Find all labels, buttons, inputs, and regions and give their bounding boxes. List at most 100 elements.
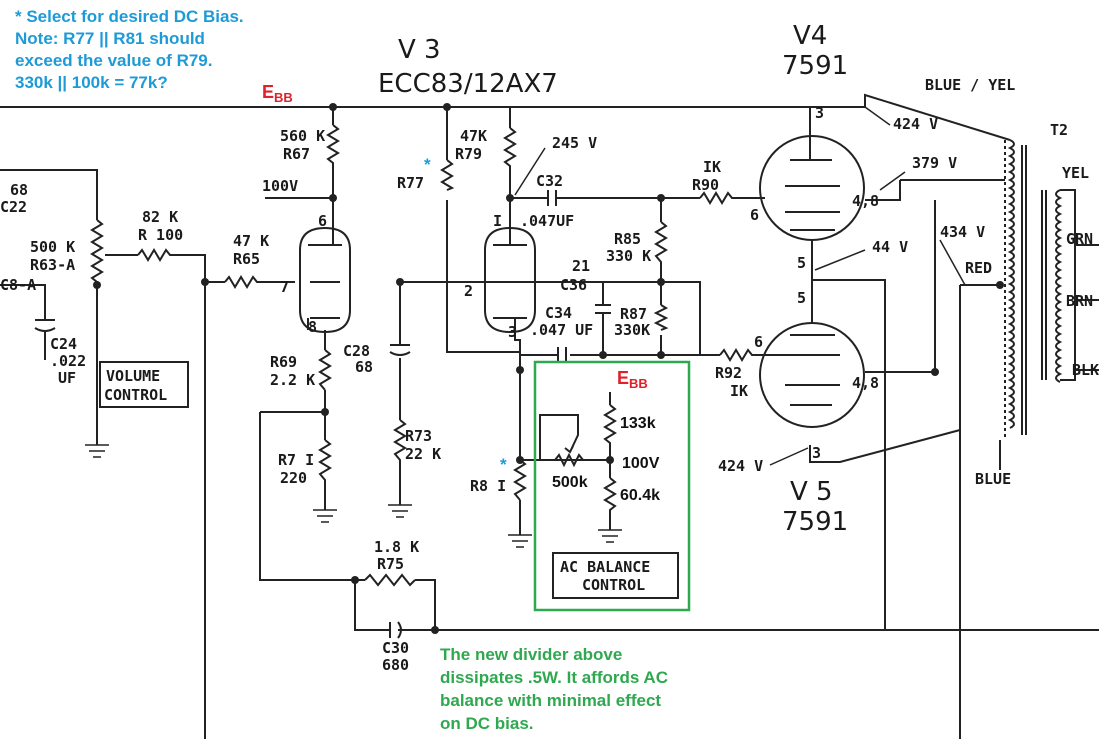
transformer-t2 (1004, 139, 1076, 440)
voltage-arrows (514, 106, 966, 466)
r100-value: 82 K (142, 208, 178, 226)
asterisk-r77: * (424, 155, 431, 174)
junction-dots (93, 103, 1004, 634)
divider-r-top: 133k (620, 415, 656, 432)
c34-ref: C34 (545, 304, 572, 322)
note-bottom-1: The new divider above (440, 645, 622, 664)
t2-brn: BRN (1066, 292, 1093, 310)
pin-v4-5: 5 (797, 254, 806, 272)
c22-ref: C22 (0, 198, 27, 216)
wire (355, 579, 436, 630)
pin-v5-3: 3 (812, 444, 821, 462)
r71-ref: R7 I (278, 451, 314, 469)
wire (865, 180, 901, 201)
divider-r-bot: 60.4k (620, 487, 660, 504)
r65-value: 47 K (233, 232, 269, 250)
volume-control-box (99, 361, 189, 408)
ebb-label-divider: EBB (617, 368, 648, 391)
pin-v4-3: 3 (815, 104, 824, 122)
v4-name: V4 (793, 21, 827, 51)
c22-value: 68 (10, 181, 28, 199)
voltage-434v: 434 V (940, 223, 985, 241)
pin-v3-2: 2 (464, 282, 473, 300)
v4-tube (759, 120, 865, 255)
voltage-44v: 44 V (872, 238, 908, 256)
v5-name: V 5 (790, 477, 833, 507)
wire (811, 255, 886, 630)
c32-ref: C32 (536, 172, 563, 190)
asterisk-r81: * (500, 455, 507, 474)
t2-blue: BLUE (975, 470, 1011, 488)
r75-ref: R75 (377, 555, 404, 573)
capacitor-plates (34, 190, 611, 639)
wire (0, 169, 98, 220)
r87-value: 330K (614, 321, 650, 339)
pin-v4-48: 4,8 (852, 192, 879, 210)
ebb-label-top: EBB (262, 82, 293, 105)
pin-v3-3: 3 (508, 323, 517, 341)
voltage-424v-bottom: 424 V (718, 457, 763, 475)
r90-value: IK (703, 158, 721, 176)
c24-value: .022 (50, 352, 86, 370)
annotation-bottom: The new divider above dissipates .5W. It… (440, 645, 668, 733)
r81-ref: R8 I (470, 477, 506, 495)
ebb-to-transformer (864, 93, 1011, 141)
note-line-4: 330k || 100k = 77k? (15, 73, 168, 92)
c34-value: .047 UF (530, 321, 593, 339)
t2-blue-yel: BLUE / YEL (925, 76, 1015, 94)
v3-triode-1 (299, 225, 351, 334)
wire (865, 200, 936, 373)
note-bottom-4: on DC bias. (440, 714, 534, 733)
wire (354, 580, 390, 631)
r87-ref: R87 (620, 305, 647, 323)
wire (446, 200, 520, 353)
r100-ref: R 100 (138, 226, 183, 244)
c30-ref: C30 (382, 639, 409, 657)
t2-yel: YEL (1062, 164, 1089, 182)
r75-value: 1.8 K (374, 538, 419, 556)
v4-type: 7591 (782, 51, 848, 81)
resistor-zigzags (90, 124, 760, 587)
wire (172, 254, 225, 283)
v5-type: 7591 (782, 507, 848, 537)
v3-name: V 3 (398, 35, 441, 65)
volume-control-label-2: CONTROL (104, 386, 167, 404)
r73-ref: R73 (405, 427, 432, 445)
pin-v5-6: 6 (754, 333, 763, 351)
r69-value: 2.2 K (270, 371, 315, 389)
pin-v3-1: I (493, 212, 502, 230)
r73-value: 22 K (405, 445, 441, 463)
c36-ref: C36 (560, 276, 587, 294)
divider-node-voltage: 100V (622, 455, 660, 472)
pin-v5-48: 4,8 (852, 374, 879, 392)
v3-triode-2 (484, 226, 536, 334)
new-divider-wiring (539, 392, 617, 530)
t2-grn: GRN (1066, 230, 1093, 248)
note-line-1: * Select for desired DC Bias. (15, 7, 244, 26)
r92-ref: R92 (715, 364, 742, 382)
c36-pin: 21 (572, 257, 590, 275)
pin-v3-7: 7 (280, 278, 289, 296)
r63-ref: R63-A (30, 256, 75, 274)
v3-type: ECC83/12AX7 (378, 69, 558, 99)
note-line-2: Note: R77 || R81 should (15, 29, 205, 48)
note-bottom-2: dissipates .5W. It affords AC (440, 668, 668, 687)
wire (0, 284, 46, 320)
pin-v4-6: 6 (750, 206, 759, 224)
annotation-top: * Select for desired DC Bias. Note: R77 … (15, 7, 244, 92)
pin-v5-5: 5 (797, 289, 806, 307)
wire (514, 325, 521, 460)
r90-ref: R90 (692, 176, 719, 194)
ac-balance-box (552, 552, 679, 599)
pin-v3-6: 6 (318, 212, 327, 230)
voltage-245v: 245 V (552, 134, 597, 152)
ac-balance-label-2: CONTROL (582, 576, 645, 594)
r85-value: 330 K (606, 247, 651, 265)
note-bottom-3: balance with minimal effect (440, 691, 661, 710)
c28-value: 68 (355, 358, 373, 376)
wire (809, 429, 961, 463)
v5-tube (759, 305, 865, 428)
note-line-3: exceed the value of R79. (15, 51, 212, 70)
